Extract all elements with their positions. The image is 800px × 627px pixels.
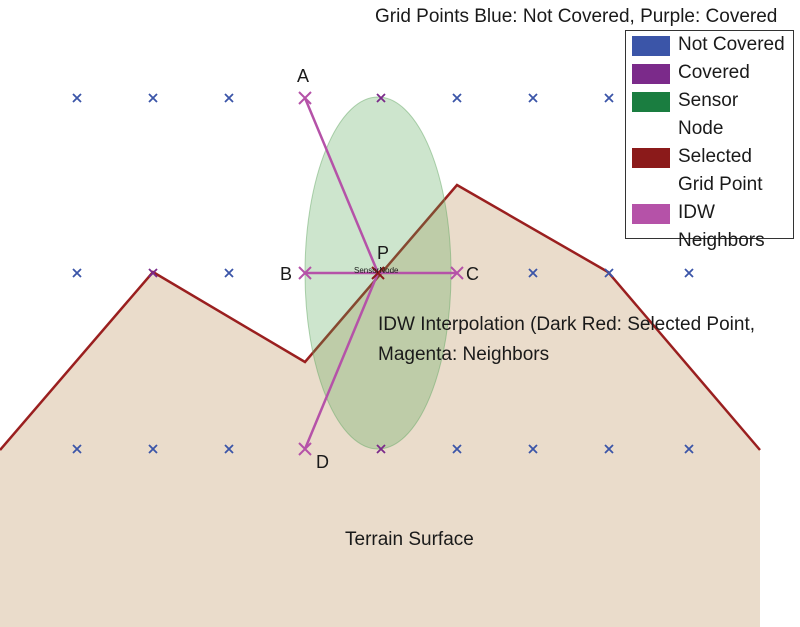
grid-point-2-7 <box>684 444 694 454</box>
idw-neighbor-lines <box>303 97 457 450</box>
grid-point-0-6 <box>604 93 614 103</box>
grid-point-2-1 <box>148 444 158 454</box>
legend-swatch-idw <box>632 204 670 224</box>
selected-point-marker <box>371 266 385 280</box>
idw-line-d <box>303 272 380 450</box>
grid-point-1-5 <box>528 268 538 278</box>
grid-point-2-5 <box>528 444 538 454</box>
label-point-b: B <box>280 264 292 284</box>
label-point-p: P <box>377 243 389 263</box>
legend: Not Covered Covered Sensor Node Selected… <box>625 30 794 251</box>
grid-point-1-2 <box>224 268 234 278</box>
label-point-d: D <box>316 452 329 472</box>
legend-item-covered: Covered <box>632 62 787 87</box>
legend-swatch-selected <box>632 148 670 168</box>
legend-swatch-sensor-node <box>632 92 670 112</box>
legend-swatch-covered <box>632 64 670 84</box>
legend-item-idw: IDW Neighbors <box>632 202 787 255</box>
legend-label-not-covered: Not Covered <box>678 34 785 55</box>
grid-point-0-1 <box>148 93 158 103</box>
grid-point-2-4 <box>452 444 462 454</box>
label-point-c: C <box>466 264 479 284</box>
legend-label-covered: Covered <box>678 62 750 83</box>
diagram-title: Grid Points Blue: Not Covered, Purple: C… <box>375 6 777 27</box>
label-sensor-node: SensorNode <box>354 266 399 275</box>
grid-point-1-0 <box>72 268 82 278</box>
idw-annotation-line2: Magenta: Neighbors <box>378 344 549 365</box>
grid-point-2-6 <box>604 444 614 454</box>
grid-point-1-7 <box>684 268 694 278</box>
idw-line-a <box>303 97 380 274</box>
legend-item-sensor-node: Sensor Node <box>632 90 787 143</box>
legend-label-selected: Selected Grid Point <box>678 146 763 195</box>
label-point-a: A <box>297 66 309 86</box>
neighbor-marker-c <box>450 266 464 280</box>
grid-point-0-4 <box>452 93 462 103</box>
grid-points <box>72 93 694 454</box>
legend-swatch-not-covered <box>632 36 670 56</box>
grid-point-2-0 <box>72 444 82 454</box>
grid-point-0-5 <box>528 93 538 103</box>
legend-label-idw: IDW Neighbors <box>678 202 765 251</box>
grid-point-0-0 <box>72 93 82 103</box>
neighbor-marker-a <box>298 91 312 105</box>
grid-point-1-1 <box>148 268 158 278</box>
idw-annotation-line1: IDW Interpolation (Dark Red: Selected Po… <box>378 314 755 335</box>
grid-point-0-2 <box>224 93 234 103</box>
grid-point-1-6 <box>604 268 614 278</box>
neighbor-marker-b <box>298 266 312 280</box>
terrain-surface <box>0 185 760 627</box>
grid-point-2-3 <box>376 444 386 454</box>
neighbor-marker-d <box>298 442 312 456</box>
legend-item-selected: Selected Grid Point <box>632 146 787 199</box>
idw-neighbor-markers <box>298 91 464 456</box>
grid-point-2-2 <box>224 444 234 454</box>
legend-label-sensor-node: Sensor Node <box>678 90 739 139</box>
grid-point-0-3 <box>376 93 386 103</box>
terrain-label: Terrain Surface <box>345 529 474 550</box>
legend-item-not-covered: Not Covered <box>632 34 787 59</box>
